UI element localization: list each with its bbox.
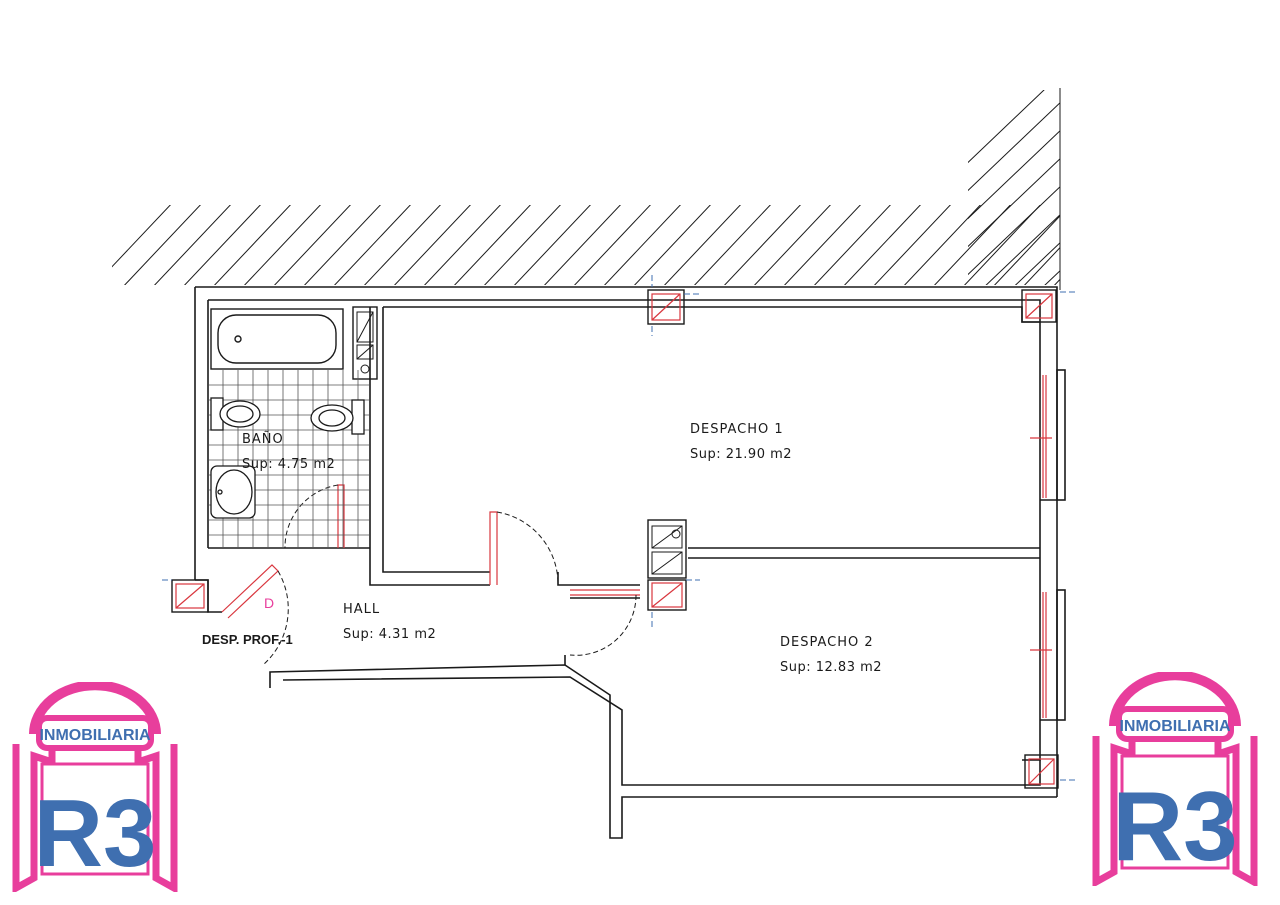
ventilation-shaft [356, 311, 683, 575]
hatch-line [1014, 242, 1060, 285]
hatch-line [754, 205, 831, 285]
hatch-line [985, 214, 1060, 285]
hatch-line [844, 205, 921, 285]
hatch-line [784, 205, 861, 285]
hatch-line [112, 205, 171, 268]
room-name-despacho1: DESPACHO 1 [690, 422, 784, 437]
hatch-line [454, 205, 531, 285]
hatch-line [424, 205, 501, 285]
hatch-line [184, 205, 261, 285]
room-area-hall: Sup: 4.31 m2 [343, 627, 436, 642]
logo-left-word: INMOBILIARIA [39, 727, 151, 744]
door-swings [262, 484, 637, 666]
bathtub [210, 308, 344, 370]
hatch-line [544, 205, 621, 285]
hatch-line [1080, 200, 1165, 290]
hatch-line [968, 130, 1060, 220]
hatch-line [960, 294, 1065, 394]
hatch-line [244, 205, 321, 285]
room-area-despacho2: Sup: 12.83 m2 [780, 660, 882, 675]
room-area-despacho1: Sup: 21.90 m2 [690, 447, 792, 462]
hatch-line [664, 205, 741, 285]
door-mark: D [264, 595, 274, 611]
hatch-line [604, 205, 681, 285]
room-name-bano: BAÑO [242, 431, 284, 447]
hatch-line [968, 158, 1060, 248]
hatch-line [274, 205, 351, 285]
bidet [310, 399, 365, 435]
columns [171, 289, 1059, 789]
hatch-line [1044, 270, 1060, 285]
hatch-line [1024, 246, 1060, 285]
room-area-bano: Sup: 4.75 m2 [242, 457, 335, 472]
red-details [175, 293, 1055, 785]
hatch-line [214, 205, 291, 285]
toilet [210, 397, 261, 431]
hatch-line [514, 205, 591, 285]
hatch-line [634, 205, 711, 285]
hatch-line [124, 205, 201, 285]
room-name-hall: HALL [343, 602, 380, 617]
hatch-line [694, 205, 771, 285]
axis-marks [162, 275, 1075, 781]
walls [194, 286, 1066, 839]
hatch-line [814, 205, 891, 285]
washbasin [210, 465, 256, 519]
hatch-line [394, 205, 471, 285]
hatch-line [968, 90, 1045, 164]
desp-prof-label: DESP. PROF.-1 [202, 632, 293, 647]
hatch-line [1054, 278, 1060, 285]
logo-right-mark: R3 [1112, 771, 1237, 881]
logo-right-word: INMOBILIARIA [1119, 718, 1231, 735]
logo-left-mark: R3 [34, 780, 157, 887]
hatch-line [968, 102, 1060, 192]
hatch-line [364, 205, 441, 285]
hatch-line [304, 205, 381, 285]
hatch-line [968, 186, 1060, 276]
hatch-line [334, 205, 411, 285]
hatch-line [574, 205, 651, 285]
hatch-line [484, 205, 561, 285]
hatch-line [994, 215, 1060, 285]
logo-right: INMOBILIARIA R3 [1092, 672, 1258, 886]
hatch-line [874, 205, 951, 285]
hatched-adjacent-building [112, 90, 1165, 394]
hatch-line [724, 205, 801, 285]
hatch-line [154, 205, 231, 285]
room-name-despacho2: DESPACHO 2 [780, 635, 874, 650]
logo-left: INMOBILIARIA R3 [12, 682, 178, 892]
